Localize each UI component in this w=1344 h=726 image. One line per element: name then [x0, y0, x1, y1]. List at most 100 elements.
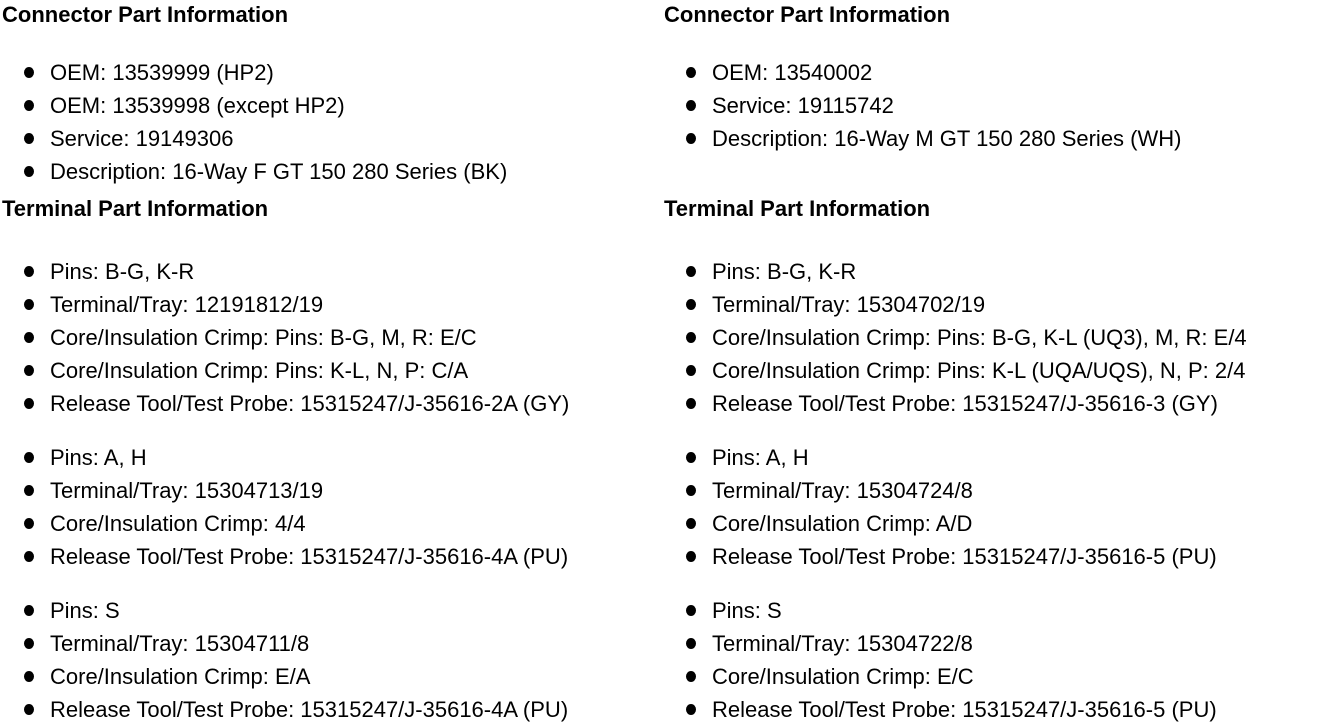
bullet-item-text: Release Tool/Test Probe: 15315247/J-3561… — [50, 544, 569, 569]
connector-part-info-section: Connector Part Information OEM: 13540002… — [664, 4, 1344, 198]
bullet-item-text: Terminal/Tray: 15304722/8 — [712, 631, 973, 656]
terminal-part-group: Pins: B-G, K-R Terminal/Tray: 15304702/19… — [664, 255, 1344, 420]
terminal-part-info-section: Terminal Part Information Pins: B-G, K-R… — [664, 198, 1344, 726]
bullet-icon — [24, 133, 34, 144]
bullet-item: Terminal/Tray: 15304724/8 — [664, 474, 1344, 507]
bullet-icon — [686, 605, 696, 616]
bullet-item: Pins: S — [2, 594, 662, 627]
bullet-item-text: Core/Insulation Crimp: E/A — [50, 664, 311, 689]
left-column: Connector Part Information OEM: 13539999… — [0, 4, 662, 726]
bullet-icon — [24, 266, 34, 277]
bullet-item-text: Pins: A, H — [712, 445, 809, 470]
bullet-item: OEM: 13539998 (except HP2) — [2, 89, 662, 122]
bullet-icon — [24, 518, 34, 529]
connector-part-info-heading: Connector Part Information — [2, 2, 289, 27]
bullet-icon — [686, 299, 696, 310]
bullet-item-text: Terminal/Tray: 15304713/19 — [50, 478, 324, 503]
bullet-icon — [24, 671, 34, 682]
bullet-item-text: Core/Insulation Crimp: E/C — [712, 664, 974, 689]
connector-part-info-section: Connector Part Information OEM: 13539999… — [2, 4, 662, 198]
bullet-item-text: Release Tool/Test Probe: 15315247/J-3561… — [712, 391, 1218, 416]
bullet-icon — [24, 485, 34, 496]
terminal-part-info-heading: Terminal Part Information — [664, 196, 931, 221]
bullet-icon — [686, 638, 696, 649]
bullet-item-text: Core/Insulation Crimp: Pins: K-L (UQA/UQ… — [712, 358, 1246, 383]
bullet-item-text: Core/Insulation Crimp: 4/4 — [50, 511, 306, 536]
bullet-icon — [686, 452, 696, 463]
bullet-item-text: Core/Insulation Crimp: A/D — [712, 511, 973, 536]
bullet-item-text: Pins: B-G, K-R — [712, 259, 857, 284]
bullet-icon — [686, 551, 696, 562]
bullet-item-text: Core/Insulation Crimp: Pins: K-L, N, P: … — [50, 358, 469, 383]
bullet-item: Pins: S — [664, 594, 1344, 627]
bullet-item: Core/Insulation Crimp: 4/4 — [2, 507, 662, 540]
bullet-item: Core/Insulation Crimp: Pins: B-G, K-L (U… — [664, 321, 1344, 354]
bullet-item: Release Tool/Test Probe: 15315247/J-3561… — [2, 693, 662, 726]
bullet-item: Release Tool/Test Probe: 15315247/J-3561… — [664, 387, 1344, 420]
bullet-icon — [24, 166, 34, 177]
bullet-item: Terminal/Tray: 15304702/19 — [664, 288, 1344, 321]
bullet-item-text: Service: 19115742 — [712, 93, 894, 118]
connector-part-info-heading: Connector Part Information — [664, 2, 951, 27]
bullet-icon — [24, 551, 34, 562]
bullet-icon — [686, 100, 696, 111]
bullet-item-text: Release Tool/Test Probe: 15315247/J-3561… — [712, 697, 1217, 722]
bullet-item-text: Description: 16-Way F GT 150 280 Series … — [50, 159, 508, 184]
bullet-item-text: Release Tool/Test Probe: 15315247/J-3561… — [50, 391, 570, 416]
bullet-item-text: Description: 16-Way M GT 150 280 Series … — [712, 126, 1182, 151]
bullet-item-text: Service: 19149306 — [50, 126, 234, 151]
bullet-item: Description: 16-Way M GT 150 280 Series … — [664, 122, 1344, 155]
bullet-icon — [24, 67, 34, 78]
bullet-icon — [24, 365, 34, 376]
bullet-icon — [686, 266, 696, 277]
bullet-icon — [24, 100, 34, 111]
bullet-item: Terminal/Tray: 12191812/19 — [2, 288, 662, 321]
bullet-icon — [24, 638, 34, 649]
bullet-item: Terminal/Tray: 15304711/8 — [2, 627, 662, 660]
bullet-item-text: Release Tool/Test Probe: 15315247/J-3561… — [712, 544, 1217, 569]
terminal-part-info-heading: Terminal Part Information — [2, 196, 269, 221]
bullet-item: Terminal/Tray: 15304713/19 — [2, 474, 662, 507]
bullet-item: OEM: 13540002 — [664, 56, 1344, 89]
bullet-item-text: Release Tool/Test Probe: 15315247/J-3561… — [50, 697, 569, 722]
bullet-item: Service: 19149306 — [2, 122, 662, 155]
bullet-icon — [686, 67, 696, 78]
bullet-item-text: OEM: 13539998 (except HP2) — [50, 93, 345, 118]
bullet-item-text: Pins: B-G, K-R — [50, 259, 195, 284]
bullet-item: Terminal/Tray: 15304722/8 — [664, 627, 1344, 660]
bullet-item-text: Pins: S — [712, 598, 782, 623]
bullet-item-text: OEM: 13539999 (HP2) — [50, 60, 274, 85]
bullet-icon — [24, 332, 34, 343]
bullet-item-text: Pins: A, H — [50, 445, 147, 470]
bullet-item: Release Tool/Test Probe: 15315247/J-3561… — [2, 540, 662, 573]
bullet-item: Core/Insulation Crimp: Pins: K-L (UQA/UQ… — [664, 354, 1344, 387]
bullet-item: Core/Insulation Crimp: E/A — [2, 660, 662, 693]
bullet-item: Pins: B-G, K-R — [2, 255, 662, 288]
bullet-item: Core/Insulation Crimp: A/D — [664, 507, 1344, 540]
terminal-part-groups: Pins: B-G, K-R Terminal/Tray: 12191812/19… — [2, 255, 662, 726]
bullet-icon — [686, 133, 696, 144]
bullet-icon — [686, 365, 696, 376]
bullet-item: Pins: A, H — [664, 441, 1344, 474]
bullet-icon — [686, 671, 696, 682]
terminal-part-groups: Pins: B-G, K-R Terminal/Tray: 15304702/19… — [664, 255, 1344, 726]
bullet-icon — [686, 518, 696, 529]
bullet-item-text: Core/Insulation Crimp: Pins: B-G, K-L (U… — [712, 325, 1247, 350]
bullet-item: Service: 19115742 — [664, 89, 1344, 122]
bullet-item-text: Terminal/Tray: 15304711/8 — [50, 631, 310, 656]
bullet-icon — [24, 704, 34, 715]
bullet-item: Core/Insulation Crimp: E/C — [664, 660, 1344, 693]
bullet-item: Release Tool/Test Probe: 15315247/J-3561… — [664, 540, 1344, 573]
bullet-item: Release Tool/Test Probe: 15315247/J-3561… — [664, 693, 1344, 726]
bullet-item: Core/Insulation Crimp: Pins: K-L, N, P: … — [2, 354, 662, 387]
bullet-item-text: Pins: S — [50, 598, 120, 623]
connector-part-list: OEM: 13539999 (HP2) OEM: 13539998 (except… — [2, 56, 662, 188]
terminal-part-group: Pins: B-G, K-R Terminal/Tray: 12191812/19… — [2, 255, 662, 420]
bullet-icon — [686, 332, 696, 343]
terminal-part-info-section: Terminal Part Information Pins: B-G, K-R… — [2, 198, 662, 726]
